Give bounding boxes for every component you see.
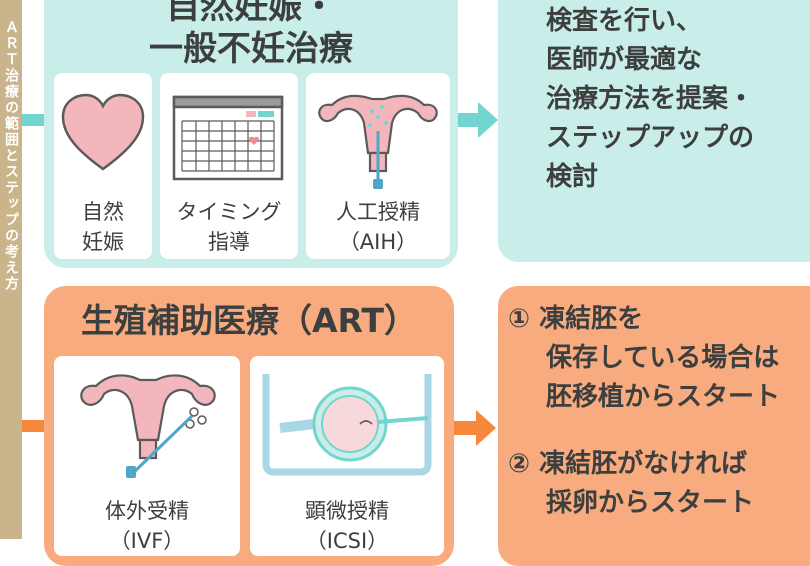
card-label: タイミング 指導 xyxy=(160,197,298,257)
calendar-icon xyxy=(172,95,284,181)
note-line: ステップアップの xyxy=(546,123,755,153)
card-label: 自然 妊娠 xyxy=(54,197,152,257)
note-line: 採卵からスタート xyxy=(546,488,755,518)
card-label-line-2: （ICSI） xyxy=(305,529,389,553)
card-label-line-2: （AIH） xyxy=(338,230,418,254)
card-artificial-insemination: 人工授精 （AIH） xyxy=(306,73,450,259)
general-treatment-note-panel xyxy=(498,0,810,262)
general-treatment-title: 自然妊娠・ 一般不妊治療 xyxy=(44,0,458,70)
left-band xyxy=(0,0,22,539)
uterus-icon xyxy=(318,94,438,189)
note-line: 胚移植からスタート xyxy=(546,382,781,412)
card-label-line-1: 自然 xyxy=(82,200,124,224)
green-arrow-icon xyxy=(458,102,498,138)
card-label-line-1: 体外受精 xyxy=(105,499,189,523)
card-label-line-2: （IVF） xyxy=(109,529,185,553)
card-label: 体外受精 （IVF） xyxy=(54,496,240,556)
title-line-2: 一般不妊治療 xyxy=(149,29,353,69)
note-spacer xyxy=(508,417,780,445)
note-line: 保存している場合は xyxy=(546,343,780,373)
note-line: 治療方法を提案・ xyxy=(546,84,755,114)
card-label-line-1: タイミング xyxy=(176,200,282,224)
left-band-label: ＡＲＴ治療の範囲とステップの考え方 xyxy=(3,20,19,292)
heart-icon xyxy=(61,93,145,171)
art-title: 生殖補助医療（ART） xyxy=(81,301,417,340)
card-label: 顕微授精 （ICSI） xyxy=(250,496,444,556)
art-note-panel xyxy=(498,286,810,566)
card-timing-guidance: タイミング 指導 xyxy=(160,73,298,259)
card-label-line-1: 顕微授精 xyxy=(305,499,389,523)
general-treatment-note: 検査を行い、 医師が最適な 治療方法を提案・ ステップアップの 検討 xyxy=(546,2,754,197)
green-connector xyxy=(22,114,46,126)
note-line: 検討 xyxy=(546,162,599,192)
card-ivf: 体外受精 （IVF） xyxy=(54,356,240,556)
orange-connector xyxy=(22,420,46,432)
note-line: ① 凍結胚を xyxy=(508,304,644,334)
orange-arrow-icon xyxy=(454,410,496,446)
title-line-1: 自然妊娠・ xyxy=(166,0,336,27)
card-label: 人工授精 （AIH） xyxy=(306,197,450,257)
note-line: 医師が最適な xyxy=(546,45,703,75)
card-label-line-2: 指導 xyxy=(208,230,250,254)
card-icsi: 顕微授精 （ICSI） xyxy=(250,356,444,556)
art-note: ① 凍結胚を 保存している場合は 胚移植からスタート ② 凍結胚がなければ 採卵… xyxy=(508,300,780,523)
card-natural-pregnancy: 自然 妊娠 xyxy=(54,73,152,259)
note-line: ② 凍結胚がなければ xyxy=(508,449,748,479)
uterus-ivf-icon xyxy=(80,374,216,478)
note-line: 検査を行い、 xyxy=(546,6,703,36)
card-label-line-1: 人工授精 xyxy=(336,200,420,224)
microinjection-icon xyxy=(262,374,432,476)
card-label-line-2: 妊娠 xyxy=(82,230,124,254)
